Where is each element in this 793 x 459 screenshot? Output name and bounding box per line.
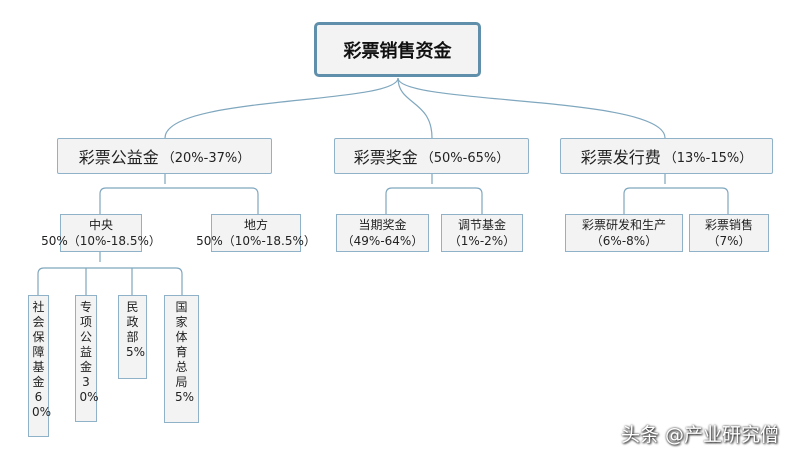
central-node: 中央50%（10%-18.5%） xyxy=(41,214,161,252)
welfare-pct: （20%-37%） xyxy=(161,150,251,166)
sports-bureau-label: 国家体育总局5% xyxy=(175,300,195,404)
civil-affairs-node: 民政部5% xyxy=(118,295,147,379)
current-prize-node: 当期奖金（49%-64%） xyxy=(336,214,429,252)
local-node: 地方50%（10%-18.5%） xyxy=(196,214,316,252)
issue-sales-node: 彩票销售（7%） xyxy=(689,214,769,252)
special-fund-node: 专项公益金30% xyxy=(75,295,99,422)
welfare-label: 彩票公益金 xyxy=(78,148,159,167)
link-root-prize xyxy=(397,77,433,139)
sports-bureau-node: 国家体育总局5% xyxy=(164,295,199,423)
issue-node: 彩票发行费（13%-15%） xyxy=(560,138,773,174)
issue-rd-node: 彩票研发和生产（6%-8%） xyxy=(565,214,683,252)
special-fund-label: 专项公益金30% xyxy=(79,300,99,404)
issue-rd-label: 彩票研发和生产（6%-8%） xyxy=(581,218,666,248)
civil-affairs-label: 民政部5% xyxy=(126,300,146,359)
adjust-fund-node: 调节基金（1%-2%） xyxy=(441,214,523,252)
current-prize-label: 当期奖金（49%-64%） xyxy=(341,218,424,248)
link-root-issue xyxy=(397,77,666,139)
issue-pct: （13%-15%） xyxy=(663,150,753,166)
link-issue-children xyxy=(623,174,729,214)
social-security-label: 社会保障基金60% xyxy=(32,300,52,419)
issue-label: 彩票发行费 xyxy=(580,148,661,167)
central-label: 中央50%（10%-18.5%） xyxy=(41,218,161,248)
adjust-fund-label: 调节基金（1%-2%） xyxy=(448,218,516,248)
link-central-children xyxy=(37,252,183,295)
welfare-node: 彩票公益金（20%-37%） xyxy=(57,138,272,174)
prize-pct: （50%-65%） xyxy=(420,150,510,166)
root-label: 彩票销售资金 xyxy=(343,40,452,62)
root-node: 彩票销售资金 xyxy=(314,22,481,77)
prize-node: 彩票奖金（50%-65%） xyxy=(334,138,529,174)
link-welfare-children xyxy=(99,174,259,214)
link-prize-children xyxy=(385,174,483,214)
watermark: 头条 @产业研究僧 xyxy=(620,424,779,446)
local-label: 地方50%（10%-18.5%） xyxy=(196,218,316,248)
link-root-welfare xyxy=(164,77,399,139)
social-security-node: 社会保障基金60% xyxy=(28,295,52,437)
prize-label: 彩票奖金 xyxy=(353,148,418,167)
issue-sales-label: 彩票销售（7%） xyxy=(704,218,753,248)
